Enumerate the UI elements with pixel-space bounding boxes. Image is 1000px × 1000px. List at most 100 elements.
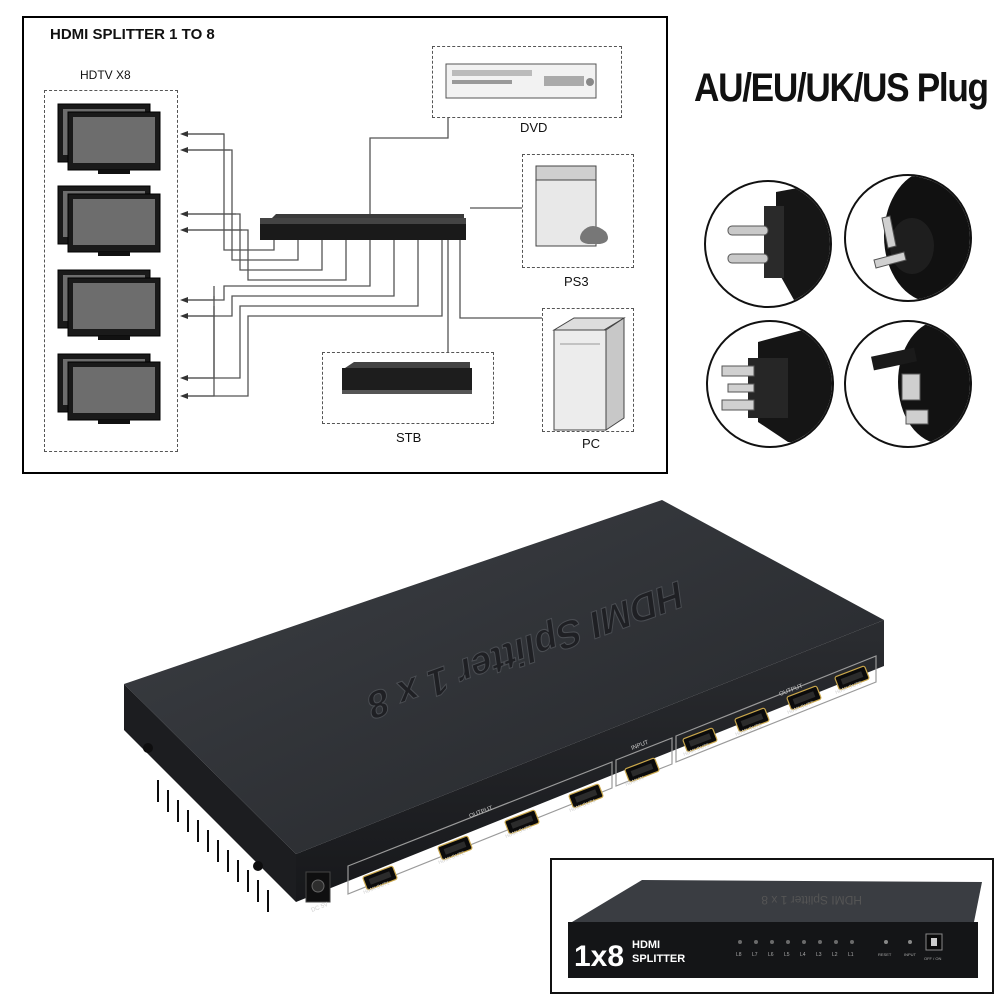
hdtv-group-box (44, 90, 178, 452)
uk-plug-icon (844, 320, 972, 448)
hdmi-cable (184, 286, 215, 301)
splitter-box-icon (260, 214, 466, 240)
reset-button-icon (884, 940, 888, 944)
inset-big-text: 1x8 (574, 940, 624, 973)
led-icon (738, 940, 742, 944)
tv-stand (98, 420, 130, 424)
led-label: L7 (752, 952, 758, 958)
inset-top-print: HDMI Splitter 1 x 8 (761, 893, 862, 907)
hdmi-cable (184, 133, 275, 251)
hdmi-out-port-icon (734, 707, 770, 733)
led-label: L2 (832, 952, 838, 958)
ps3-box (522, 154, 634, 268)
arrow-icon (180, 227, 188, 233)
arrow-icon (180, 375, 188, 381)
hdmi-port-inner (510, 815, 534, 829)
led-indicators: L8 L7 L6 L5 L4 L3 L2 L1 (736, 940, 854, 958)
led-label: L5 (784, 952, 790, 958)
led-icon (770, 940, 774, 944)
arrow-icon (180, 313, 188, 319)
hdmi-cables (184, 118, 542, 397)
hdmi-port-inner (792, 691, 816, 705)
device-top-surface (124, 500, 884, 854)
diagram-drawing (57, 63, 626, 431)
input-cable (369, 118, 449, 214)
eu-plug-icon (704, 180, 832, 308)
inset-device: HDMI Splitter 1 x 8 1x8 HDMI SPLITTER L8… (568, 880, 982, 978)
hdmi-port-inner (443, 841, 467, 855)
hdmi-cable (184, 316, 215, 397)
pc-tower-icon (552, 317, 626, 431)
hdmi-out-port-icon (437, 835, 473, 861)
pc-label: PC (582, 436, 601, 451)
tv-stand (98, 252, 130, 256)
led-icon (754, 940, 758, 944)
screw-icon (143, 743, 153, 753)
tv-stack-icons (57, 103, 161, 424)
input-led-label: INPUT (904, 952, 917, 957)
led-label: L8 (736, 952, 742, 958)
stb-box (322, 352, 494, 424)
led-label: L4 (800, 952, 806, 958)
hdmi-port-inner (574, 789, 598, 803)
hdmi-port-inner (688, 733, 712, 747)
input-group-outline (615, 737, 673, 787)
tv-screen (73, 283, 155, 329)
switch-label: OFF / ON (924, 956, 941, 961)
hdmi-in-port-icon (624, 757, 660, 783)
hdmi-out-port-icon (682, 727, 718, 753)
hdmi-cable (184, 240, 395, 317)
tv-screen (73, 117, 155, 163)
dc-label: DC 5V (311, 902, 330, 914)
device-front-face (296, 620, 884, 902)
hdmi-cable (184, 240, 443, 397)
led-icon (850, 940, 854, 944)
hdmi-out-port-icon (834, 665, 870, 691)
hdmi-port-inner (368, 871, 392, 885)
screw-icon (253, 861, 263, 871)
input-led-icon (908, 940, 912, 944)
arrow-icon (180, 211, 188, 217)
hdmi-cable (184, 296, 215, 317)
hdmi-port-inner (630, 763, 654, 777)
device-left-side (124, 684, 296, 902)
tv-stand (98, 170, 130, 174)
led-icon (786, 940, 790, 944)
led-label: L6 (768, 952, 774, 958)
dvd-player-icon (445, 63, 597, 99)
hdmi-splitter-device: HDMI Splitter 1 x 8 DC 5V OUTPUT INPUT O… (124, 500, 884, 914)
inset-brand-line1: HDMI (632, 939, 660, 951)
plug-title: AU/EU/UK/US Plug (694, 66, 989, 110)
arrow-icon (180, 297, 188, 303)
reset-label: RESET (878, 952, 892, 957)
hdmi-cable (184, 213, 323, 271)
vent-slots (157, 780, 269, 912)
hdmi-out-port-icon (504, 809, 540, 835)
led-label: L3 (816, 952, 822, 958)
led-icon (818, 940, 822, 944)
stb-label: STB (396, 430, 422, 445)
input-cable (459, 240, 542, 319)
led-icon (802, 940, 806, 944)
hdmi-splitter-diagram: HDMI SPLITTER 1 TO 8 HDTV X8 (22, 16, 668, 474)
hdmi-port-icons (362, 665, 870, 891)
us-plug-icon (706, 320, 834, 448)
led-label: L1 (848, 952, 854, 958)
arrow-icon (180, 131, 188, 137)
hdmi-cable (184, 229, 347, 281)
stb-box-icon (342, 362, 472, 394)
output-group-outline-2 (675, 655, 877, 763)
dvd-box (432, 46, 622, 118)
ps3-console-icon (535, 165, 608, 247)
arrow-icons (180, 131, 188, 399)
hdmi-out-port-icon (568, 783, 604, 809)
hdmi-cable (184, 240, 419, 379)
hdmi-port-inner (840, 671, 864, 685)
inset-brand-line2: SPLITTER (632, 953, 685, 965)
hdmi-cable (184, 240, 371, 301)
tv-stand (98, 336, 130, 340)
tv-screen (73, 367, 155, 413)
led-icon (834, 940, 838, 944)
hdmi-out-port-icon (786, 685, 822, 711)
tv-screen (73, 199, 155, 245)
